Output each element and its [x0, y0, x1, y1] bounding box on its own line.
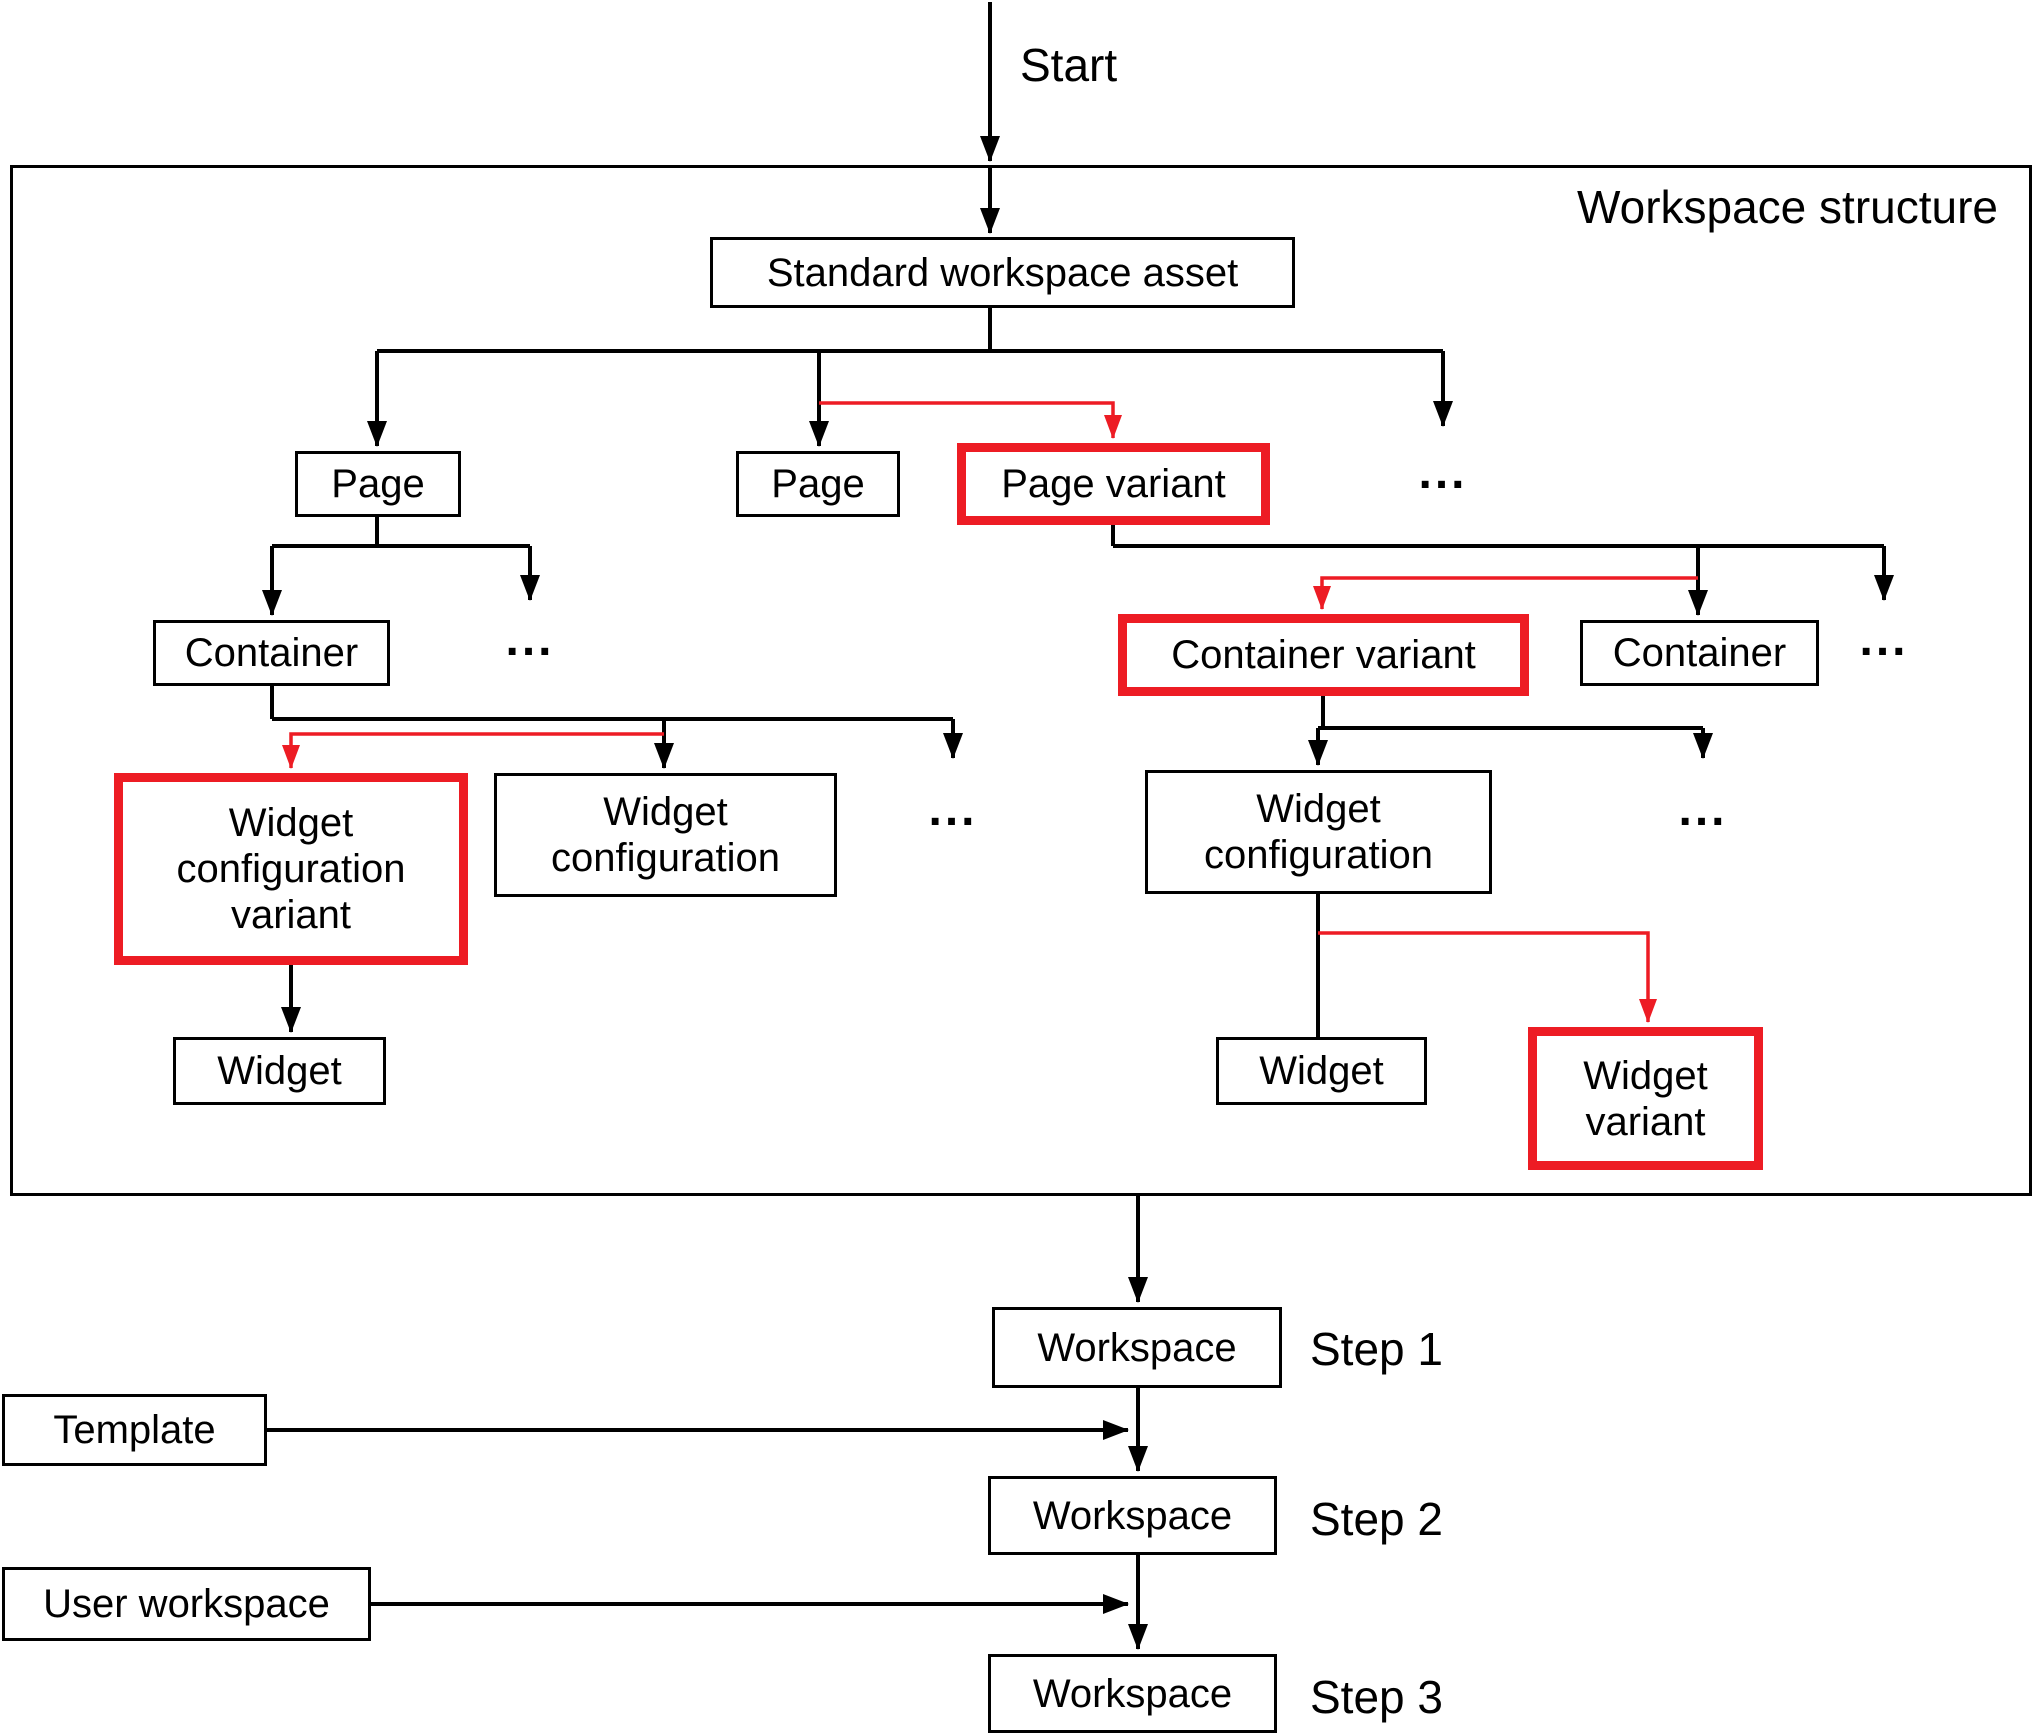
node-workspace-step-1: Workspace — [992, 1307, 1282, 1388]
node-container-2: Container — [1580, 620, 1819, 686]
node-user-workspace: User workspace — [2, 1567, 371, 1641]
node-container-variant: Container variant — [1118, 614, 1529, 696]
node-widget-configuration-1: Widget configuration — [494, 773, 837, 897]
node-page-variant: Page variant — [957, 443, 1270, 525]
ellipsis-page-variant: ... — [1859, 613, 1909, 666]
workspace-structure-title: Workspace structure — [1577, 181, 1998, 233]
node-page-2: Page — [736, 451, 900, 517]
node-widget-configuration-variant: Widget configuration variant — [114, 773, 468, 965]
node-widget-configuration-2: Widget configuration — [1145, 770, 1492, 894]
ellipsis-container-variant: ... — [1678, 783, 1728, 836]
start-label: Start — [1020, 39, 1118, 91]
ellipsis-page-left: ... — [505, 613, 555, 666]
ellipsis-pages: ... — [1418, 446, 1468, 499]
workspace-structure-frame — [10, 165, 2032, 1196]
node-template: Template — [2, 1394, 267, 1466]
step-3-label: Step 3 — [1310, 1671, 1443, 1723]
node-container-1: Container — [153, 620, 390, 686]
node-page-1: Page — [295, 451, 461, 517]
black-connectors — [262, 2, 1894, 1650]
node-workspace-step-3: Workspace — [988, 1654, 1277, 1733]
step-1-label: Step 1 — [1310, 1323, 1443, 1375]
node-workspace-step-2: Workspace — [988, 1476, 1277, 1555]
node-widget-variant: Widget variant — [1528, 1027, 1763, 1170]
step-2-label: Step 2 — [1310, 1493, 1443, 1545]
node-standard-workspace-asset: Standard workspace asset — [710, 237, 1295, 308]
red-connectors — [282, 401, 1698, 1023]
ellipsis-container-left: ... — [928, 783, 978, 836]
node-widget-1: Widget — [173, 1037, 386, 1105]
node-widget-2: Widget — [1216, 1037, 1427, 1105]
